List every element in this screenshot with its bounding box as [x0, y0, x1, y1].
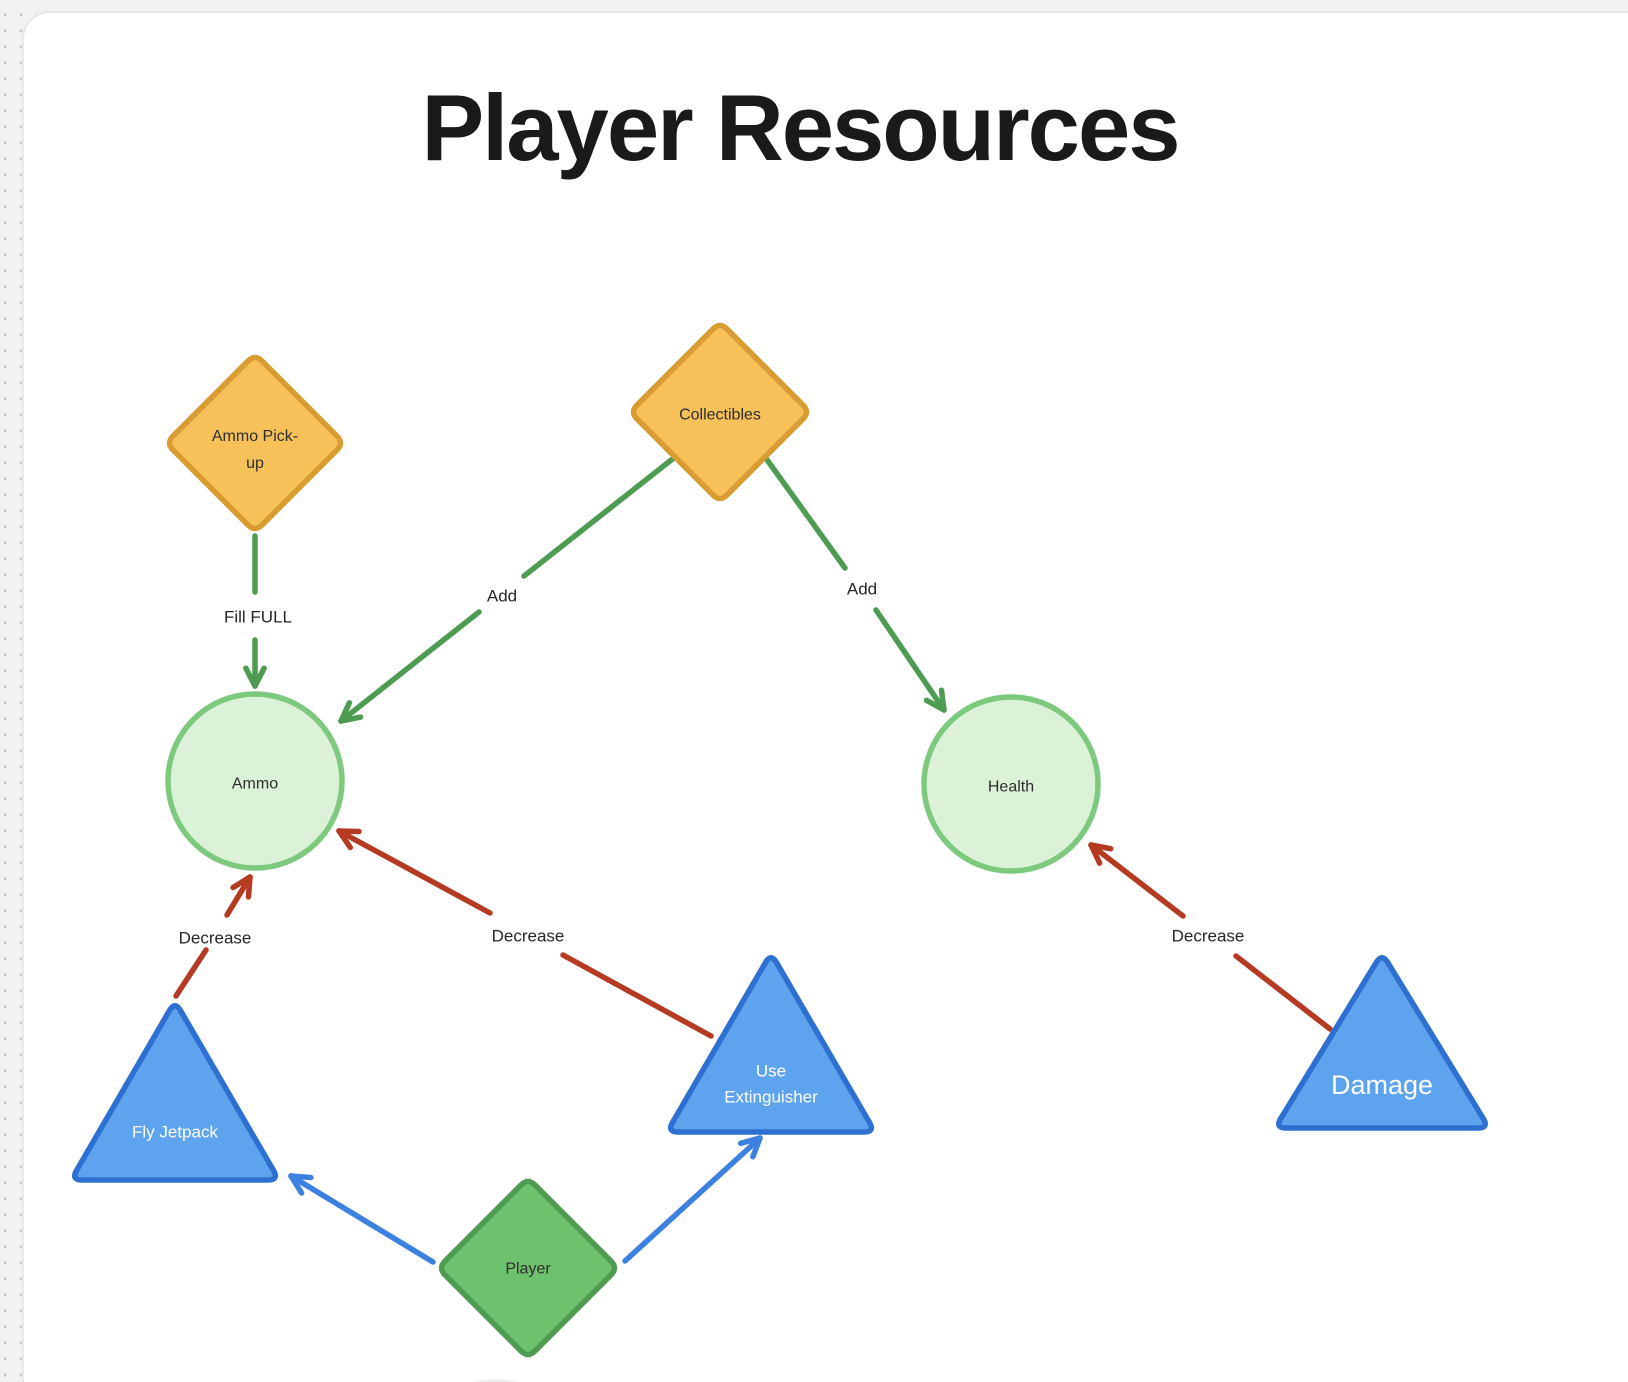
edge-player-to-jetpack[interactable] [288, 1173, 436, 1265]
ammo-shape[interactable] [165, 691, 345, 871]
node-ammo-pickup-label: up [246, 455, 264, 472]
edge-decrease-damage-line[interactable] [1088, 842, 1186, 919]
node-collectibles[interactable]: Collectibles [630, 322, 810, 502]
arrowhead-icon [338, 714, 364, 724]
edge-add-ammo[interactable]: Add [338, 454, 678, 724]
edge-decrease-jetpack-label: Decrease [179, 929, 252, 948]
node-collectibles-label: Collectibles [679, 407, 761, 424]
node-ammo[interactable]: Ammo [165, 691, 345, 871]
edge-add-health[interactable]: Add [762, 454, 947, 713]
edge-decrease-jetpack-line[interactable] [224, 874, 253, 918]
node-use-extinguisher-label: Use [756, 1062, 786, 1081]
node-player[interactable]: Player [438, 1178, 618, 1358]
arrowhead-icon [1088, 842, 1103, 866]
edge-add-health-line[interactable] [762, 454, 848, 571]
edge-add-ammo-line[interactable] [521, 454, 678, 579]
arrowhead-icon [938, 687, 947, 713]
health-shape[interactable] [921, 694, 1101, 874]
edge-fill-full-label: Fill FULL [224, 608, 292, 627]
arrowhead-icon [336, 828, 354, 851]
node-ammo-pickup[interactable]: Ammo Pick-up [166, 354, 344, 532]
node-health[interactable]: Health [921, 694, 1101, 874]
edge-add-health-label: Add [847, 580, 877, 599]
node-use-extinguisher-label: Extinguisher [724, 1088, 818, 1107]
player-shape[interactable] [438, 1178, 618, 1358]
edge-decrease-extinguisher-line[interactable] [336, 828, 493, 916]
edge-player-to-extinguisher-line[interactable] [622, 1135, 763, 1264]
edge-decrease-damage-line[interactable] [1233, 953, 1333, 1032]
edge-add-health-line[interactable] [873, 607, 947, 713]
canvas-card[interactable] [22, 11, 1628, 1382]
ammo-pickup-shape[interactable] [166, 354, 344, 532]
node-damage-label: Damage [1331, 1070, 1433, 1100]
node-ammo-pickup-label: Ammo Pick- [212, 428, 298, 445]
damage-shape[interactable] [1276, 955, 1488, 1131]
node-health-label: Health [988, 779, 1034, 796]
node-fly-jetpack-label: Fly Jetpack [132, 1123, 218, 1142]
node-damage[interactable]: Damage [1276, 955, 1488, 1131]
node-fly-jetpack[interactable]: Fly Jetpack [71, 1003, 279, 1183]
arrowhead-icon [737, 1135, 763, 1147]
arrowhead-icon [252, 665, 267, 689]
edge-decrease-extinguisher-label: Decrease [492, 927, 565, 946]
edge-fill-full[interactable]: Fill FULL [224, 533, 292, 689]
use-extinguisher-shape[interactable] [667, 955, 875, 1135]
edge-player-to-extinguisher[interactable] [622, 1135, 763, 1264]
collectibles-shape[interactable] [630, 322, 810, 502]
edge-decrease-extinguisher-line[interactable] [560, 952, 714, 1039]
edge-decrease-jetpack-line[interactable] [173, 947, 209, 999]
node-player-label: Player [505, 1261, 551, 1278]
fly-jetpack-shape[interactable] [71, 1003, 279, 1183]
edge-add-ammo-line[interactable] [338, 609, 482, 724]
edge-decrease-damage[interactable]: Decrease [1088, 842, 1333, 1032]
edge-player-to-jetpack-line[interactable] [288, 1173, 436, 1265]
node-ammo-label: Ammo [232, 776, 278, 793]
edge-decrease-jetpack[interactable]: Decrease [173, 874, 253, 999]
edge-add-ammo-label: Add [487, 587, 517, 606]
arrowhead-icon [288, 1173, 305, 1196]
diagram-title: Player Resources [421, 75, 1180, 180]
arrowhead-icon [230, 874, 253, 891]
edge-decrease-damage-label: Decrease [1172, 927, 1245, 946]
edge-decrease-extinguisher[interactable]: Decrease [336, 828, 714, 1039]
